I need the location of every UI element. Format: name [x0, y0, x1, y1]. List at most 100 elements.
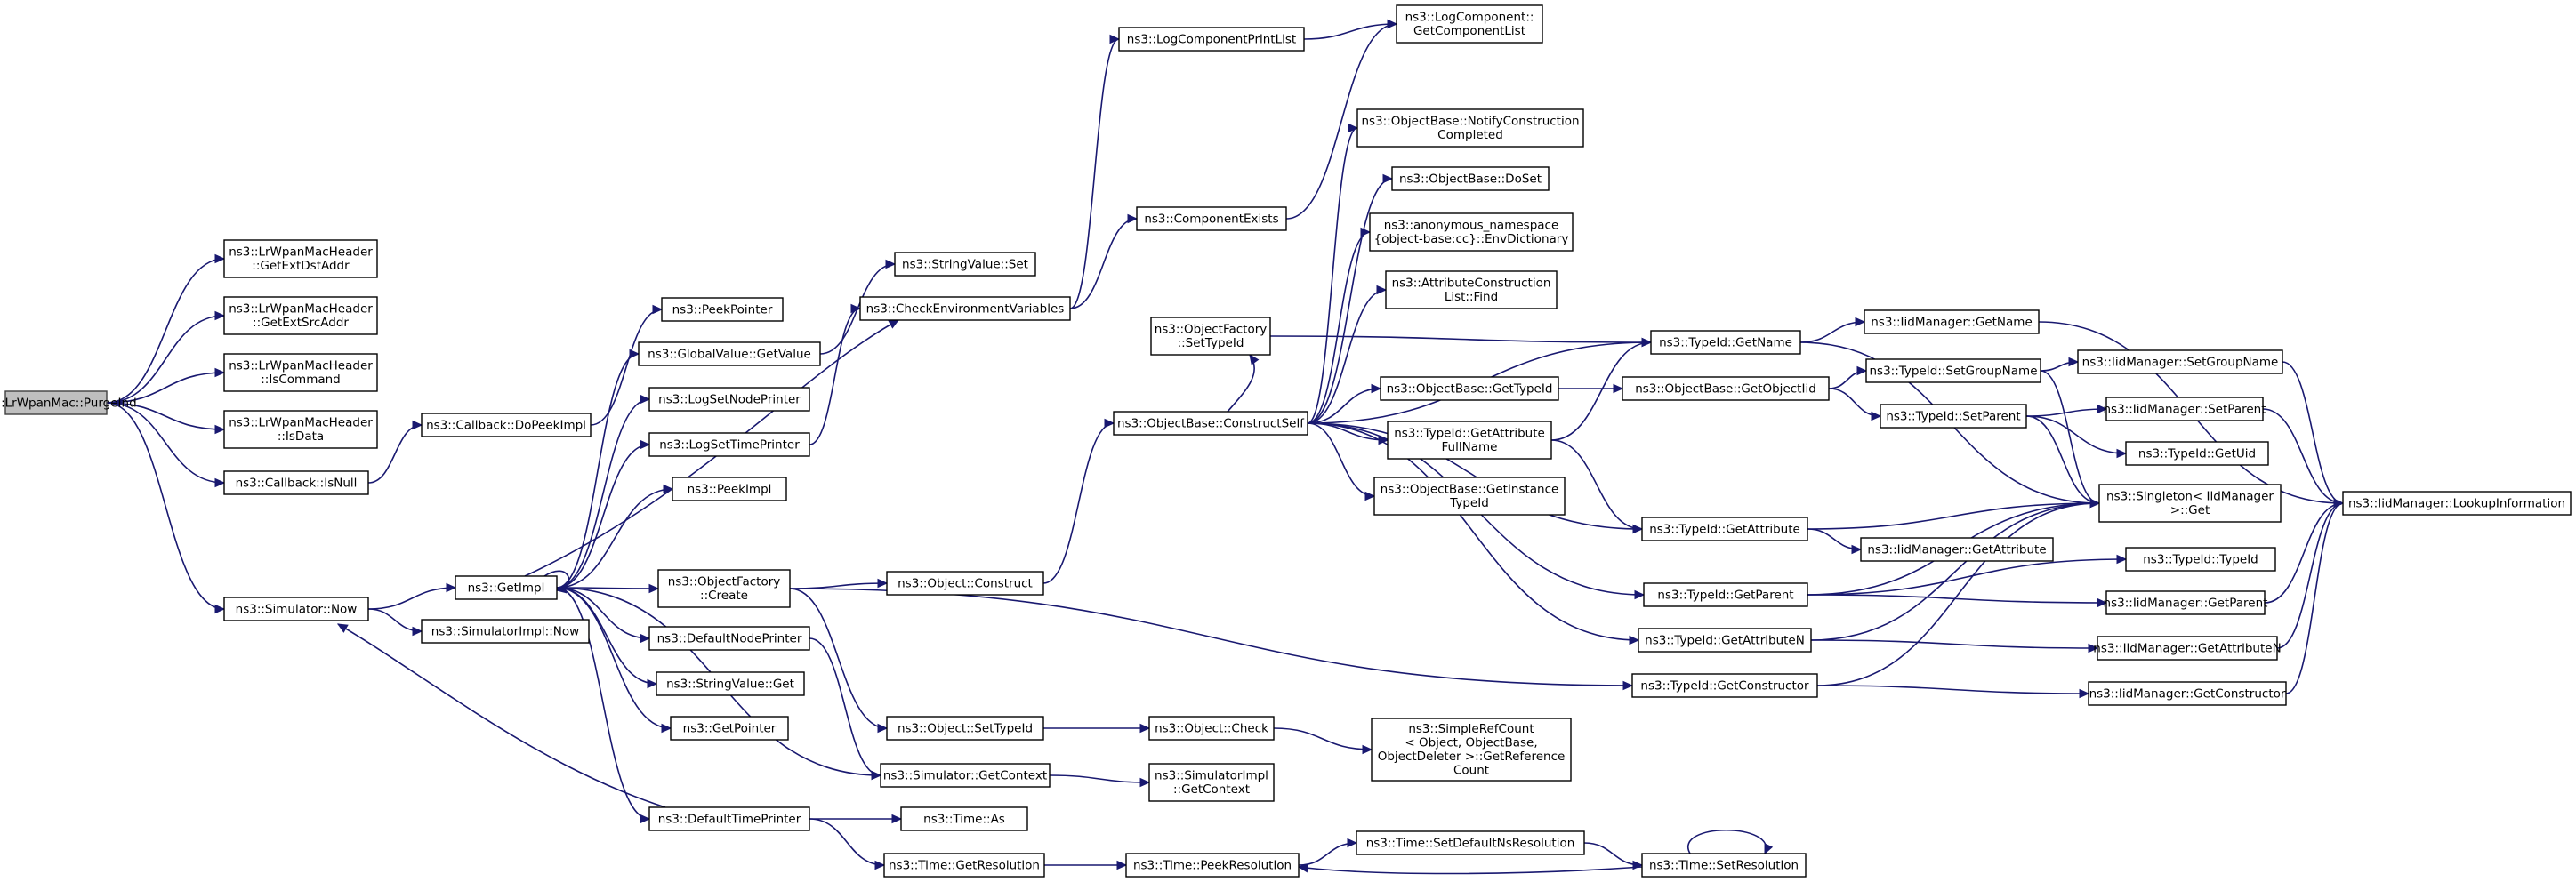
node-extdst[interactable]: ns3::LrWpanMacHeader::GetExtDstAddr: [223, 239, 378, 278]
node-tidsetparent[interactable]: ns3::TypeId::SetParent: [1880, 404, 2027, 429]
node-simimplnow[interactable]: ns3::SimulatorImpl::Now: [421, 619, 590, 644]
node-label: ns3::Object::Check: [1155, 721, 1268, 735]
node-svset[interactable]: ns3::StringValue::Set: [894, 252, 1036, 277]
node-peekimpl[interactable]: ns3::PeekImpl: [672, 477, 787, 501]
edge-getimpl-to-getimpl-arrowhead: [555, 584, 568, 594]
node-compexists[interactable]: ns3::ComponentExists: [1136, 206, 1287, 231]
node-iidgetattr[interactable]: ns3::IidManager::GetAttribute: [1860, 537, 2054, 562]
node-box: [1643, 582, 1808, 607]
node-label: ns3::ObjectBase::DoSet: [1399, 172, 1542, 186]
edge-obconstructself-to-anonenv: [1307, 231, 1371, 424]
node-label: < Object, ObjectBase,: [1405, 736, 1537, 750]
node-svget[interactable]: ns3::StringValue::Get: [656, 671, 805, 696]
node-simplerc[interactable]: ns3::SimpleRefCount< Object, ObjectBase,…: [1371, 718, 1572, 782]
node-label: ns3::SimpleRefCount: [1408, 722, 1534, 736]
edge-obconstructself-to-obnotify-arrowhead: [1348, 123, 1359, 133]
node-timesetdef[interactable]: ns3::Time::SetDefaultNsResolution: [1356, 830, 1585, 855]
node-box: [1380, 376, 1559, 401]
node-label: ns3::IidManager::LookupInformation: [2348, 496, 2565, 510]
node-iidgetname[interactable]: ns3::IidManager::GetName: [1864, 309, 2040, 334]
node-box: [2125, 547, 2276, 572]
node-label: ns3::Object::SetTypeId: [898, 721, 1033, 735]
node-label: ns3::CheckEnvironmentVariables: [866, 301, 1065, 316]
edge-tidgetattrfull-to-tidgetname-arrowhead: [1641, 337, 1653, 348]
node-singleton[interactable]: ns3::Singleton< IidManager>::Get: [2098, 484, 2282, 523]
node-getimpl[interactable]: ns3::GetImpl: [455, 575, 558, 600]
node-tidsetgroup[interactable]: ns3::TypeId::SetGroupName: [1865, 358, 2041, 383]
node-simgetctx[interactable]: ns3::Simulator::GetContext: [880, 763, 1051, 788]
node-lcgetlist[interactable]: ns3::LogComponent::GetComponentList: [1396, 4, 1543, 44]
node-cbpeek[interactable]: ns3::Callback::DoPeekImpl: [421, 413, 592, 437]
node-defnode[interactable]: ns3::DefaultNodePrinter: [648, 626, 810, 651]
node-peekptr[interactable]: ns3::PeekPointer: [661, 297, 784, 322]
node-timeas[interactable]: ns3::Time::As: [900, 806, 1028, 831]
node-root[interactable]: ns3::LrWpanMac::PurgeInd: [0, 390, 137, 415]
node-getptr[interactable]: ns3::GetPointer: [670, 716, 789, 741]
node-simnow[interactable]: ns3::Simulator::Now: [223, 597, 369, 621]
node-checkenv[interactable]: ns3::CheckEnvironmentVariables: [859, 296, 1071, 321]
node-tidgetname[interactable]: ns3::TypeId::GetName: [1650, 330, 1801, 355]
node-tidgetctor[interactable]: ns3::TypeId::GetConstructor: [1631, 673, 1818, 698]
node-label: ns3::IidManager::GetAttributeN: [2093, 641, 2281, 655]
node-anonenv[interactable]: ns3::anonymous_namespace{object-base:cc}…: [1369, 212, 1574, 252]
node-ofsettid[interactable]: ns3::ObjectFactory::SetTypeId: [1150, 317, 1271, 356]
node-deftime[interactable]: ns3::DefaultTimePrinter: [648, 806, 810, 831]
edge-root-to-cbnull: [106, 402, 225, 484]
node-box: [2088, 681, 2287, 706]
node-timegetres[interactable]: ns3::Time::GetResolution: [883, 853, 1045, 878]
edge-getimpl-to-svget-arrowhead: [647, 678, 658, 689]
node-iidsetparent[interactable]: ns3::IidManager::SetParent: [2104, 397, 2266, 421]
node-label: ns3::AttributeConstruction: [1392, 277, 1551, 291]
node-box: [1356, 830, 1585, 855]
edge-tidsetparent-to-tidgetuid-arrowhead: [2116, 448, 2128, 459]
node-tidgetuid[interactable]: ns3::TypeId::GetUid: [2125, 441, 2269, 466]
node-logtime[interactable]: ns3::LogSetTimePrinter: [648, 432, 810, 457]
node-obdoset[interactable]: ns3::ObjectBase::DoSet: [1391, 166, 1550, 191]
node-iidgetparent[interactable]: ns3::IidManager::GetParent: [2104, 590, 2268, 615]
node-obconstructself[interactable]: ns3::ObjectBase::ConstructSelf: [1113, 411, 1308, 436]
node-iidgetctor[interactable]: ns3::IidManager::GetConstructor: [2088, 681, 2287, 706]
edge-obconstructself-to-acfind-arrowhead: [1376, 285, 1388, 295]
edge-checkenv-to-compexists: [1069, 218, 1138, 309]
node-box: [1880, 404, 2027, 429]
node-iidgetattrn[interactable]: ns3::IidManager::GetAttributeN: [2093, 636, 2282, 661]
node-tidgetattrn[interactable]: ns3::TypeId::GetAttributeN: [1638, 628, 1812, 653]
node-obnotify[interactable]: ns3::ObjectBase::NotifyConstructionCompl…: [1356, 108, 1584, 148]
node-timepeekres[interactable]: ns3::Time::PeekResolution: [1125, 853, 1300, 878]
node-tidgetattr[interactable]: ns3::TypeId::GetAttribute: [1641, 517, 1808, 541]
node-extsrc[interactable]: ns3::LrWpanMacHeader::GetExtSrcAddr: [223, 296, 378, 335]
node-tidgetparent[interactable]: ns3::TypeId::GetParent: [1643, 582, 1808, 607]
node-cbnull[interactable]: ns3::Callback::IsNull: [223, 470, 369, 495]
node-simimplgetctx[interactable]: ns3::SimulatorImpl::GetContext: [1148, 763, 1275, 802]
node-label: ns3::TypeId::GetParent: [1657, 588, 1793, 602]
node-logcpl[interactable]: ns3::LogComponentPrintList: [1118, 27, 1305, 52]
node-tidtid[interactable]: ns3::TypeId::TypeId: [2125, 547, 2276, 572]
node-box: [886, 716, 1044, 741]
edge-tidsetparent-to-tidgetuid: [2025, 415, 2127, 454]
edge-iidsetparent-to-iidlookup: [2262, 408, 2344, 504]
node-iscmd[interactable]: ns3::LrWpanMacHeader::IsCommand: [223, 353, 378, 392]
node-box: [1864, 309, 2040, 334]
node-label: ns3::ComponentExists: [1144, 212, 1278, 226]
node-label: ns3::Callback::DoPeekImpl: [426, 418, 586, 432]
node-ofcreate[interactable]: ns3::ObjectFactory::Create: [657, 569, 791, 608]
node-objcheck[interactable]: ns3::Object::Check: [1148, 716, 1275, 741]
node-isdata[interactable]: ns3::LrWpanMacHeader::IsData: [223, 410, 378, 449]
edge-defnode-to-simgetctx: [809, 637, 881, 776]
node-timesetres[interactable]: ns3::Time::SetResolution: [1641, 853, 1807, 878]
node-objconstruct[interactable]: ns3::Object::Construct: [886, 571, 1044, 596]
node-objsettid[interactable]: ns3::Object::SetTypeId: [886, 716, 1044, 741]
node-iidlookup[interactable]: ns3::IidManager::LookupInformation: [2342, 491, 2572, 516]
node-obgettid[interactable]: ns3::ObjectBase::GetTypeId: [1380, 376, 1559, 401]
node-obgetoid[interactable]: ns3::ObjectBase::GetObjectIid: [1622, 376, 1830, 401]
node-gvget[interactable]: ns3::GlobalValue::GetValue: [638, 341, 821, 366]
edge-getimpl-to-gvget-arrowhead: [629, 349, 640, 359]
node-iidsetgroup[interactable]: ns3::IidManager::SetGroupName: [2077, 349, 2283, 374]
node-label: ns3::GetImpl: [468, 581, 545, 595]
edge-getimpl-to-defnode: [556, 587, 650, 639]
node-label: ns3::ObjectBase::ConstructSelf: [1117, 416, 1305, 430]
node-lognode[interactable]: ns3::LogSetNodePrinter: [648, 387, 810, 412]
